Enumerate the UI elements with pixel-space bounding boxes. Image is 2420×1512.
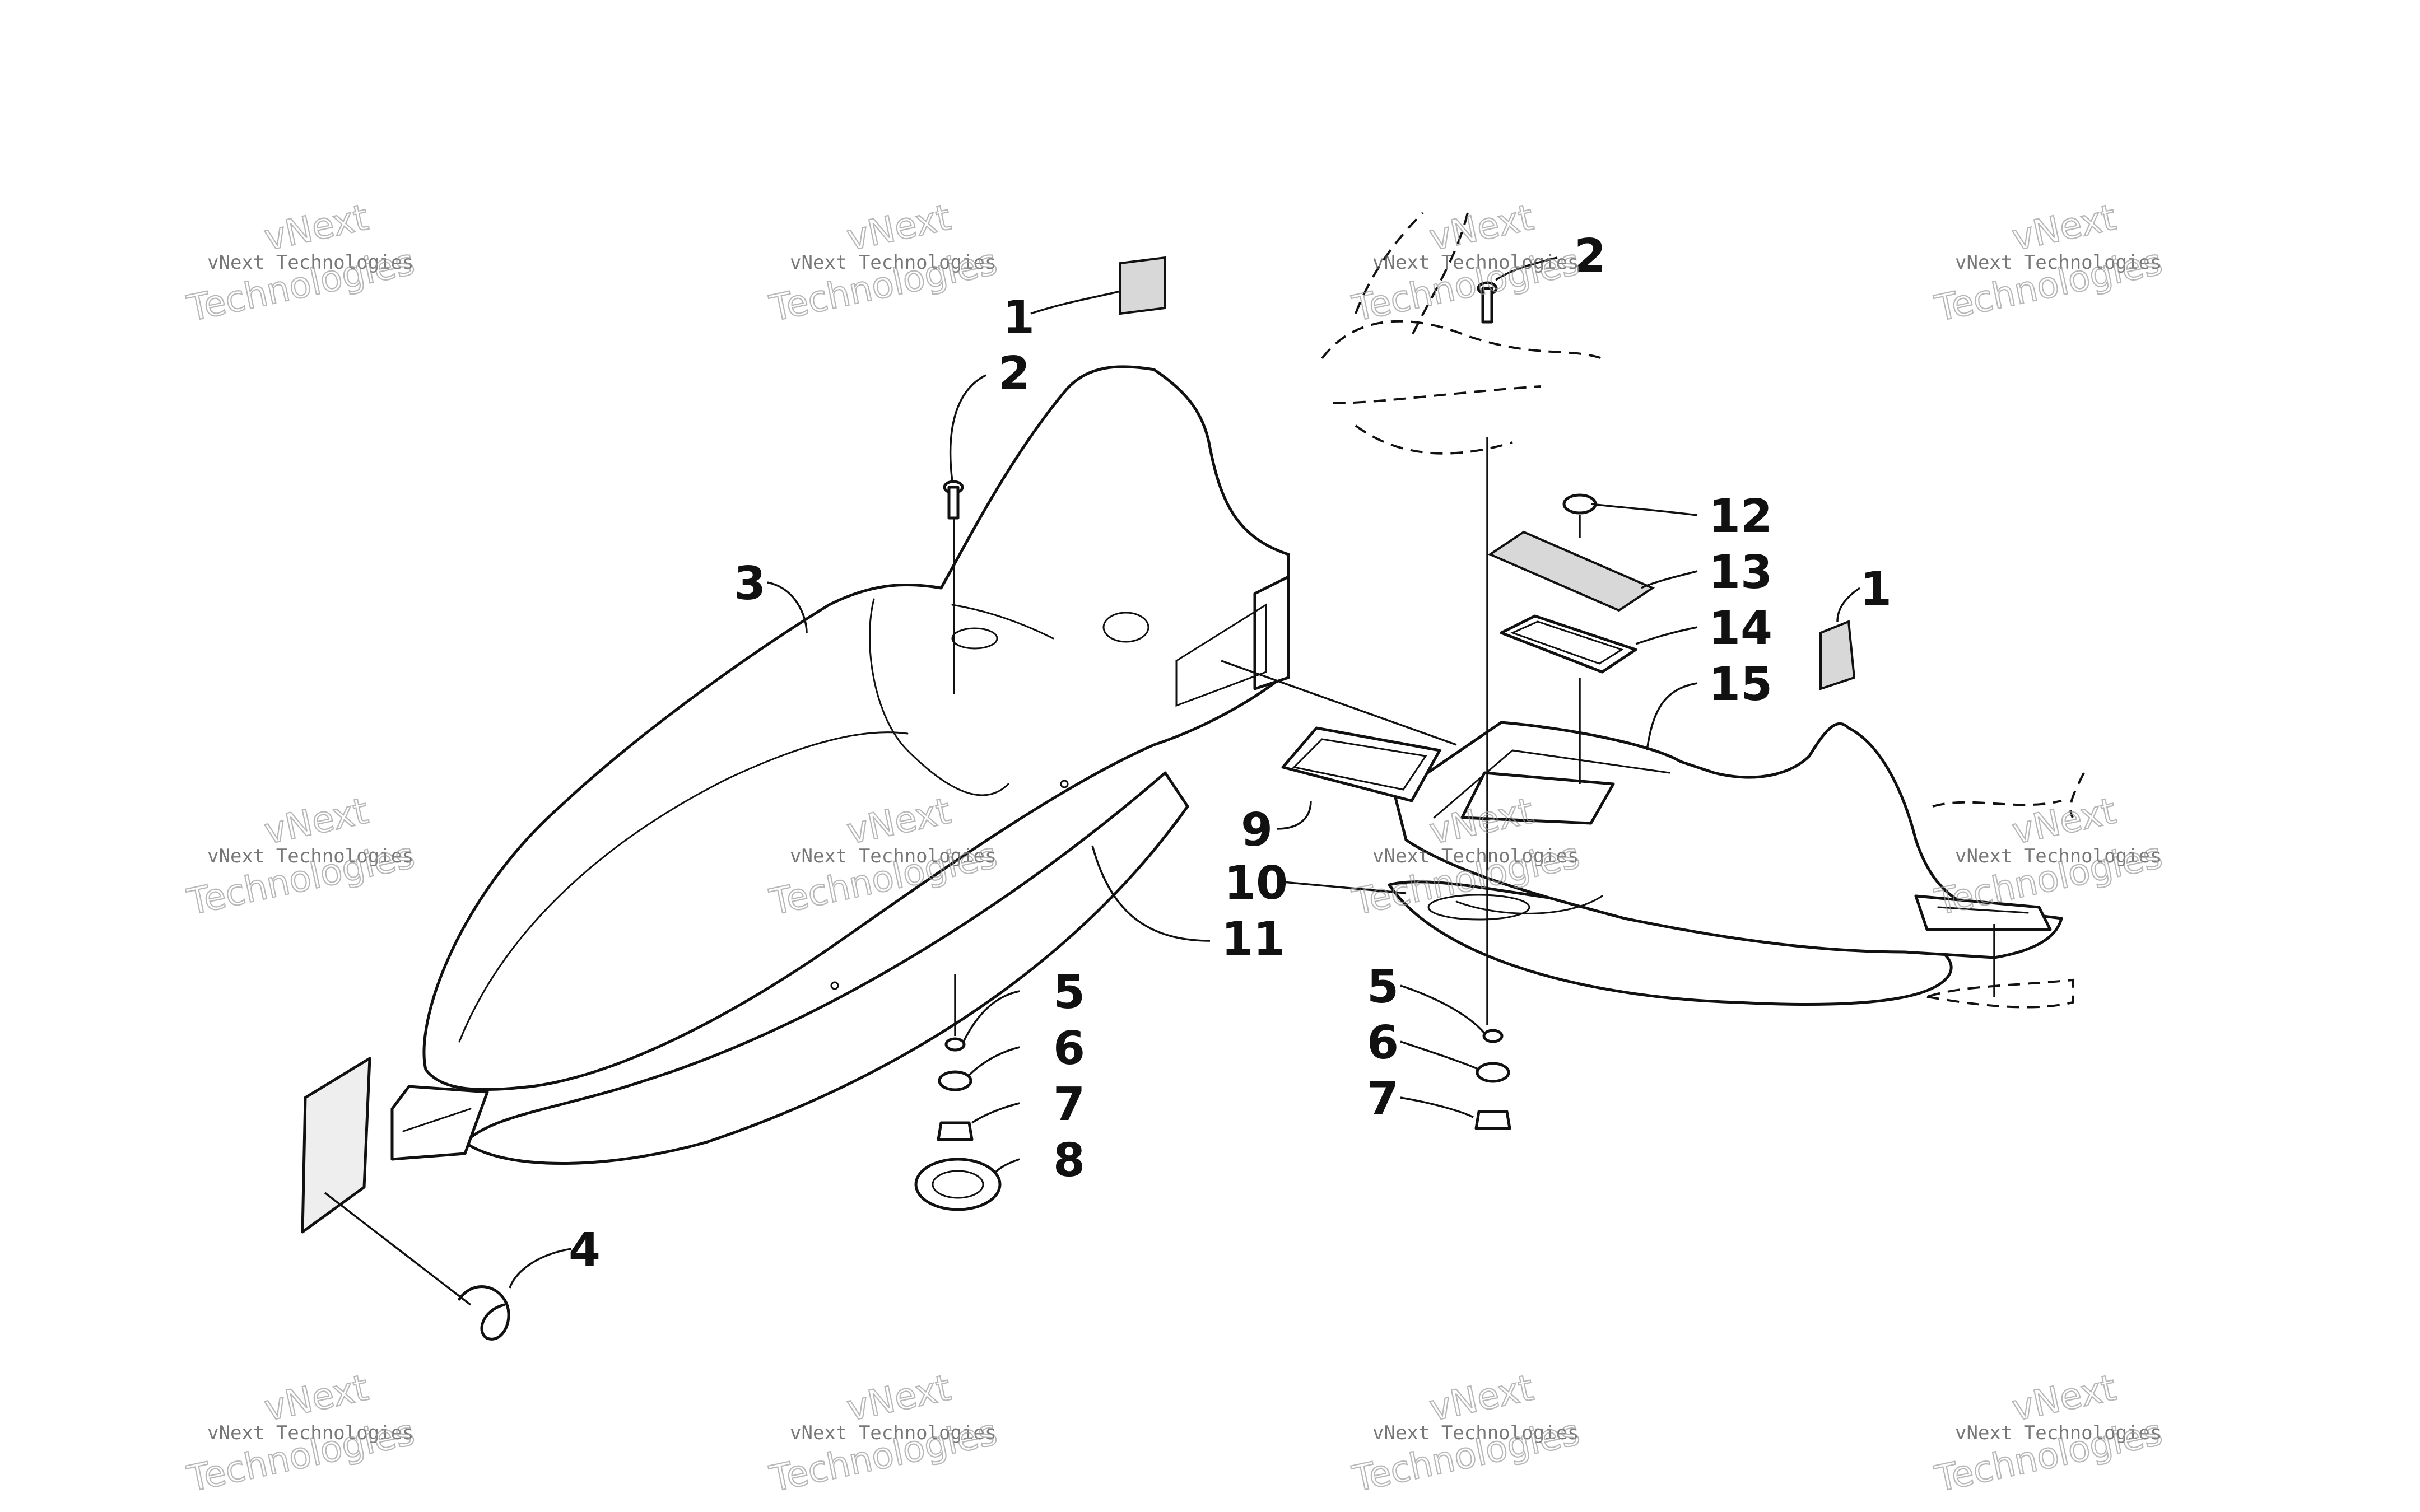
callout-9: 9 <box>1241 804 1273 857</box>
watermark-text: vNext Technologies <box>790 845 996 867</box>
seat-body <box>422 365 1290 1091</box>
watermark: vNext vNext Technologies Technologies <box>1931 1366 2167 1501</box>
screw-right <box>1477 281 1498 324</box>
callout-12: 12 <box>1709 490 1772 543</box>
nut-7-left <box>937 1121 974 1141</box>
washer-6-left <box>938 1070 972 1091</box>
watermark-big-1: vNext <box>844 1368 955 1430</box>
watermark-text: vNext Technologies <box>1372 845 1579 867</box>
watermark-big-1: vNext <box>261 197 372 259</box>
watermark-big-1: vNext <box>1426 1368 1537 1430</box>
watermark: vNext vNext Technologies Technologies <box>1348 196 1584 330</box>
mount-context-dashed <box>1321 212 2085 1009</box>
washer-6-right <box>1476 1062 1510 1083</box>
callout-6-left: 6 <box>1053 1022 1085 1075</box>
callout-11: 11 <box>1221 913 1285 966</box>
watermark-text: vNext Technologies <box>1955 251 2161 274</box>
watermark-text: vNext Technologies <box>790 251 996 274</box>
reflector-pad-right <box>1819 620 1856 690</box>
watermark-text: vNext Technologies <box>1955 1422 2161 1444</box>
callout-5-right: 5 <box>1367 960 1399 1014</box>
nut-5-right <box>1482 1029 1504 1043</box>
nut-7-right <box>1474 1110 1511 1130</box>
watermark-big-1: vNext <box>261 791 372 853</box>
watermark: vNext vNext Technologies Technologies <box>183 1366 419 1501</box>
callout-2-left: 2 <box>998 347 1030 400</box>
assembly-lines <box>324 437 1995 1306</box>
watermark-big-1: vNext <box>2009 791 2120 853</box>
watermark-text: vNext Technologies <box>1372 251 1579 274</box>
seat-base-pan <box>463 771 1189 1165</box>
watermark-big-1: vNext <box>1426 197 1537 259</box>
watermark-text: vNext Technologies <box>207 1422 413 1444</box>
grommet-8 <box>914 1158 1002 1211</box>
watermark: vNext vNext Technologies Technologies <box>1931 196 2167 330</box>
callout-8: 8 <box>1053 1134 1085 1187</box>
tray-assembly <box>1388 721 2063 1006</box>
screw-left <box>943 480 964 520</box>
callout-5-left: 5 <box>1053 966 1085 1019</box>
callout-leaders <box>509 256 1860 1289</box>
watermark-text: vNext Technologies <box>207 845 413 867</box>
callout-7-right: 7 <box>1367 1072 1399 1126</box>
callout-4: 4 <box>569 1224 601 1277</box>
watermark-big-1: vNext <box>2009 197 2120 259</box>
seat-assembly <box>390 365 1290 1165</box>
watermark-big-1: vNext <box>261 1368 372 1430</box>
watermark-text: vNext Technologies <box>1955 845 2161 867</box>
reflector-pad-left <box>1119 256 1166 315</box>
callout-15: 15 <box>1709 658 1772 711</box>
callout-10: 10 <box>1224 857 1288 910</box>
watermark: vNext vNext Technologies Technologies <box>183 196 419 330</box>
callout-numbers: 1 2 3 4 5 6 7 8 9 10 11 2 12 13 14 15 1 … <box>569 230 1892 1277</box>
callout-3: 3 <box>734 557 766 610</box>
watermark: vNext vNext Technologies Technologies <box>183 790 419 924</box>
watermark: vNext vNext Technologies Technologies <box>766 1366 1002 1501</box>
button-12 <box>1562 493 1597 515</box>
nut-5-left <box>944 1037 966 1052</box>
callout-1-left: 1 <box>1003 291 1035 344</box>
plate-13 <box>1487 530 1655 612</box>
callout-14: 14 <box>1709 602 1772 655</box>
callout-13: 13 <box>1709 546 1772 599</box>
watermark-text: vNext Technologies <box>790 1422 996 1444</box>
seal-9 <box>1281 726 1441 802</box>
callout-6-right: 6 <box>1367 1016 1399 1070</box>
callout-7-left: 7 <box>1053 1078 1085 1131</box>
clip-4 <box>458 1285 510 1341</box>
callout-1-right: 1 <box>1860 563 1892 616</box>
watermark: vNext vNext Technologies Technologies <box>766 196 1002 330</box>
watermark-text: vNext Technologies <box>207 251 413 274</box>
watermark: vNext vNext Technologies Technologies <box>1348 1366 1584 1501</box>
seat-tail-fin <box>390 1085 489 1161</box>
watermark-big-1: vNext <box>2009 1368 2120 1430</box>
watermark: vNext vNext Technologies Technologies <box>1931 790 2167 924</box>
callout-2-right: 2 <box>1574 230 1606 283</box>
seal-14 <box>1500 614 1637 674</box>
watermark-text: vNext Technologies <box>1372 1422 1579 1444</box>
plate-4 <box>301 1057 371 1234</box>
watermark-big-1: vNext <box>844 197 955 259</box>
